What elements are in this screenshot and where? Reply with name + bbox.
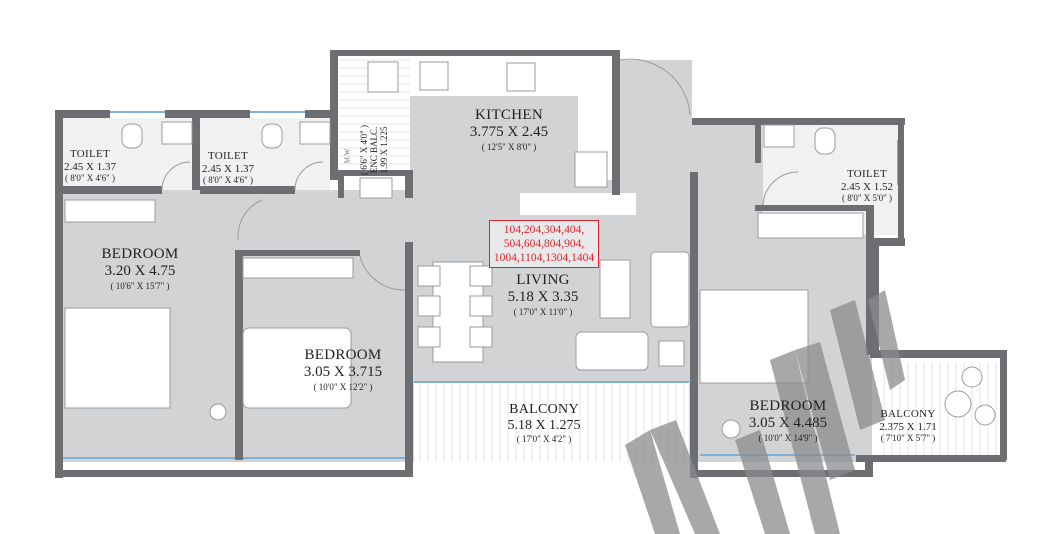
room-dimensions-metric: 2.375 X 1.71 xyxy=(879,420,937,433)
basin-icon xyxy=(763,124,795,148)
walls xyxy=(55,50,1007,478)
room-dimensions-imperial: ( 6'6" X 4'0" ) xyxy=(359,124,369,176)
room-name: BALCONY xyxy=(509,402,579,417)
room-name: KITCHEN xyxy=(475,107,543,123)
room-dimensions-imperial: ( 17'0" X 11'0" ) xyxy=(513,306,573,317)
fridge-icon xyxy=(574,151,608,188)
room-name: LIVING xyxy=(516,272,570,288)
unit-numbers-line: 104,204,304,404, xyxy=(503,224,585,236)
room-dimensions-metric: 3.20 X 4.75 xyxy=(104,263,176,280)
room-dimensions-metric: 5.18 X 3.35 xyxy=(507,289,579,306)
room-dimensions-imperial: ( 7'10" X 5'7" ) xyxy=(880,433,936,444)
chair-icon xyxy=(209,403,227,421)
entry-floor xyxy=(620,60,692,195)
unit-numbers-line: 1004,1104,1304,1404 xyxy=(493,252,595,264)
sofa-icon xyxy=(650,251,690,328)
room-label-toilet-2: TOILET 2.45 X 1.37 ( 8'0" X 4'6" ) xyxy=(202,150,254,186)
room-dimensions-metric: 5.18 X 1.275 xyxy=(507,418,581,434)
wardrobe-icon xyxy=(242,257,354,279)
hob-icon xyxy=(506,62,536,92)
sink-icon xyxy=(419,61,449,91)
chair-icon xyxy=(974,404,996,426)
room-label-toilet-1: TOILET 2.45 X 1.37 ( 8'0" X 4'6" ) xyxy=(64,148,116,184)
room-dimensions-metric: 3.775 X 2.45 xyxy=(469,124,549,141)
room-dimensions-imperial: ( 8'0" X 4'6" ) xyxy=(64,173,116,184)
room-label-balcony-main: BALCONY 5.18 X 1.275 ( 17'0" X 4'2" ) xyxy=(507,402,580,445)
room-label-bedroom-right: BEDROOM 3.05 X 4.485 ( 10'0" X 14'9" ) xyxy=(749,398,827,443)
fixtures xyxy=(64,61,996,439)
sink-icon xyxy=(367,61,399,93)
round-table-icon xyxy=(944,390,972,418)
bed-icon xyxy=(242,327,352,409)
room-dimensions-imperial: ( 10'0" X 14'9" ) xyxy=(758,432,818,443)
watermark-logo xyxy=(625,290,905,534)
room-dimensions-metric: 3.05 X 3.715 xyxy=(303,364,383,381)
wc-icon xyxy=(261,123,283,149)
unit-numbers-box: 104,204,304,404, 504,604,804,904, 1004,1… xyxy=(489,220,599,268)
room-label-kitchen: KITCHEN 3.775 X 2.45 ( 12'5" X 8'0" ) xyxy=(470,107,548,152)
wardrobe-icon xyxy=(64,199,156,223)
doors xyxy=(161,58,799,291)
room-name: TOILET xyxy=(69,148,111,160)
side-table-icon xyxy=(658,340,685,367)
room-name: BALCONY xyxy=(880,408,936,420)
room-dimensions-imperial: ( 8'0" X 4'6" ) xyxy=(202,175,254,186)
room-dimensions-imperial: ( 8'0" X 5'0" ) xyxy=(841,193,893,204)
room-name: BEDROOM xyxy=(749,398,827,414)
room-name: ENC BALC. xyxy=(369,126,379,174)
room-name: BEDROOM xyxy=(304,347,382,363)
room-dimensions-imperial: ( 10'0" X 12'2" ) xyxy=(313,381,373,392)
basin-icon xyxy=(359,177,393,199)
room-name: TOILET xyxy=(846,168,888,180)
tv-unit-icon xyxy=(599,259,631,319)
microwave-label: M.W xyxy=(343,148,352,164)
room-label-enc-balcony: ( 6'6" X 4'0" ) ENC BALC. 1.99 X 1.225 xyxy=(359,125,389,175)
basin-icon xyxy=(161,121,193,145)
chair-icon xyxy=(961,366,983,388)
room-dimensions-imperial: ( 10'6" X 15'7" ) xyxy=(110,280,170,291)
unit-numbers-line: 504,604,804,904, xyxy=(503,238,585,250)
room-name: BEDROOM xyxy=(101,246,179,262)
room-label-bedroom-middle: BEDROOM 3.05 X 3.715 ( 10'0" X 12'2" ) xyxy=(304,347,382,392)
wc-icon xyxy=(121,123,143,149)
room-name: TOILET xyxy=(207,150,249,162)
room-label-bedroom-left: BEDROOM 3.20 X 4.75 ( 10'6" X 15'7" ) xyxy=(101,246,178,291)
kitchen-platform xyxy=(520,193,636,215)
room-label-living: LIVING 5.18 X 3.35 ( 17'0" X 11'0" ) xyxy=(508,272,579,317)
wc-icon xyxy=(814,127,836,155)
room-dimensions-imperial: ( 12'5" X 8'0" ) xyxy=(481,141,537,152)
room-label-balcony-right: BALCONY 2.375 X 1.71 ( 7'10" X 5'7" ) xyxy=(879,408,936,444)
room-dimensions-metric: 2.45 X 1.37 xyxy=(64,160,116,173)
room-dimensions-metric: 2.45 X 1.52 xyxy=(841,180,893,193)
room-dimensions-metric: 1.99 X 1.225 xyxy=(379,126,389,174)
chair-icon xyxy=(721,419,741,439)
sofa-icon xyxy=(575,331,649,371)
room-dimensions-imperial: ( 17'0" X 4'2" ) xyxy=(516,434,572,445)
wardrobe-icon xyxy=(757,212,864,239)
room-label-toilet-3: TOILET 2.45 X 1.52 ( 8'0" X 5'0" ) xyxy=(841,168,893,204)
bed-icon xyxy=(64,307,171,409)
room-dimensions-metric: 2.45 X 1.37 xyxy=(202,162,254,175)
room-dimensions-metric: 3.05 X 4.485 xyxy=(748,415,828,432)
basin-icon xyxy=(299,121,331,145)
